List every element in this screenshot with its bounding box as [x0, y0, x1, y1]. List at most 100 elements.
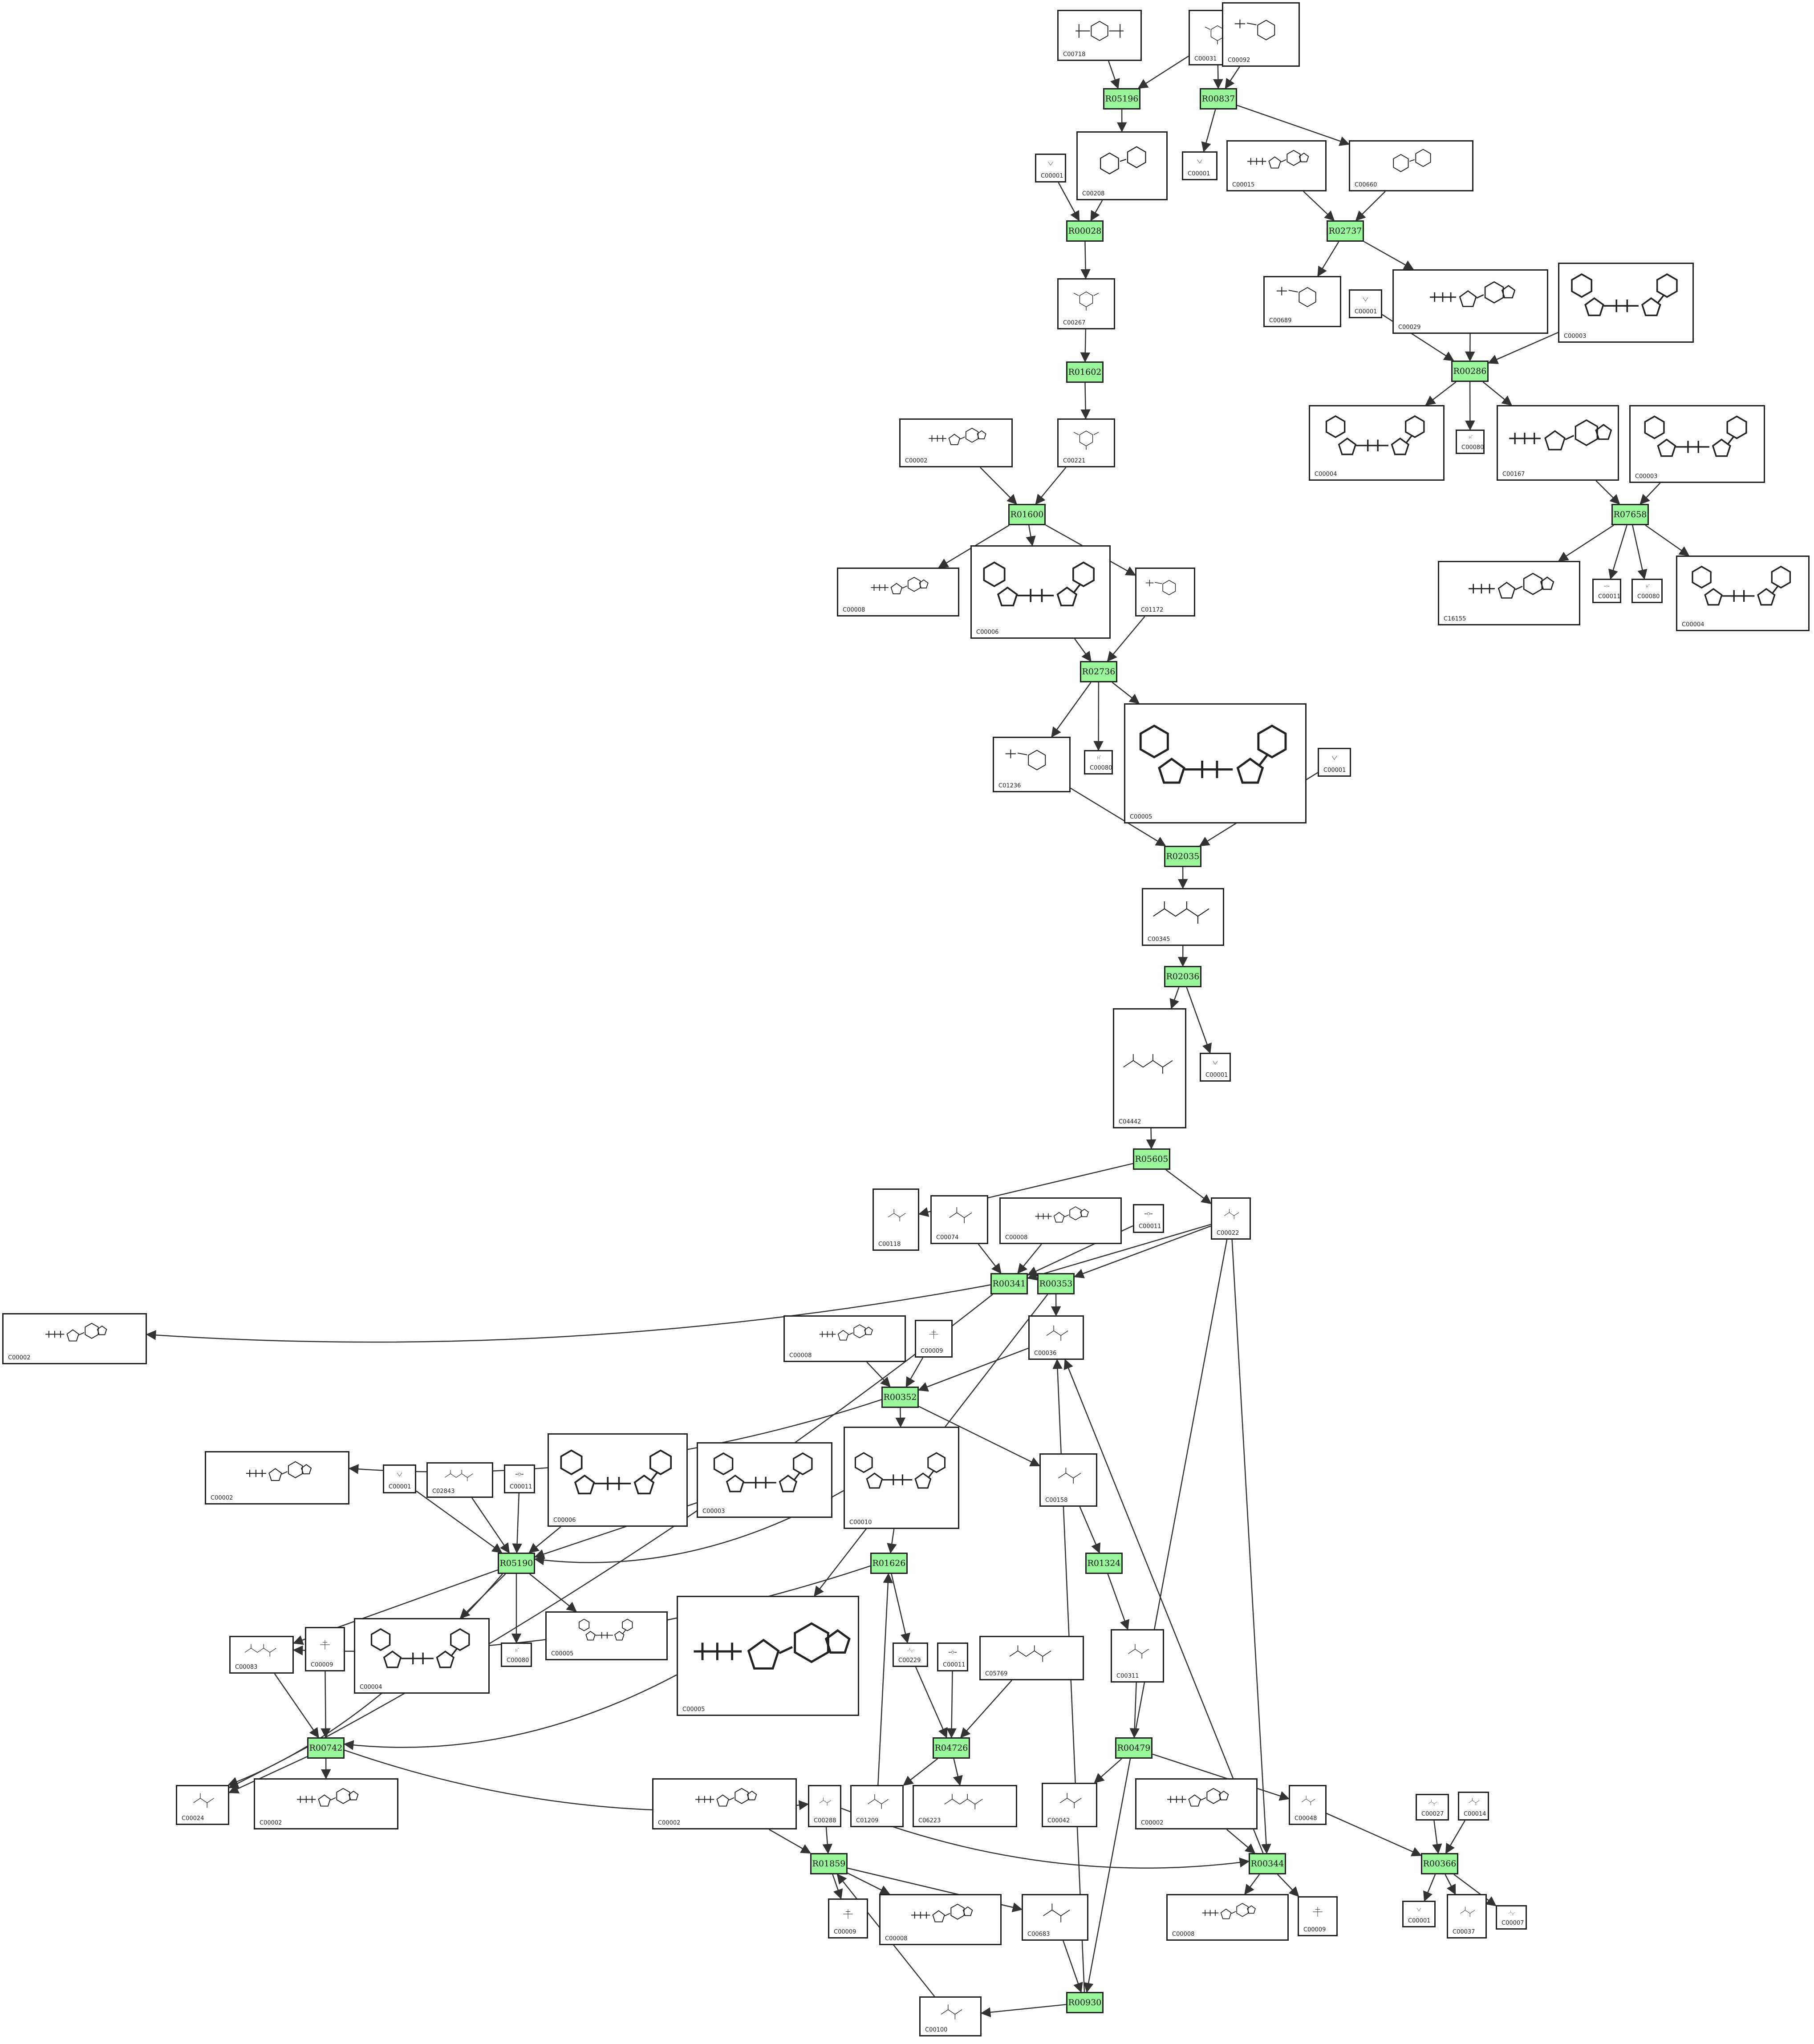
structure-icon [1680, 560, 1806, 618]
compound-id: C00002 [905, 458, 928, 464]
reaction-node[interactable]: R00479 [1115, 1737, 1153, 1759]
compound-node: C00008 [879, 1894, 1002, 1945]
structure-icon [681, 1600, 855, 1703]
compound-node: C00080 [501, 1642, 532, 1667]
structure-icon [1596, 583, 1617, 590]
pathway-arrow [1080, 382, 1091, 420]
reaction-node[interactable]: R05190 [498, 1553, 535, 1574]
compound-node: C00005 [545, 1611, 668, 1660]
pathway-arrow [1237, 105, 1350, 146]
structure-icon [974, 549, 1107, 626]
pathway-arrow [1445, 1874, 1456, 1895]
pathway-arrow [529, 1574, 577, 1612]
reaction-node[interactable]: R01602 [1066, 361, 1104, 383]
compound-id: C00080 [1090, 765, 1112, 771]
reaction-node[interactable]: R02736 [1080, 661, 1117, 682]
compound-id: C01236 [998, 783, 1021, 789]
compound-node: C00002 [254, 1778, 398, 1829]
pathway-arrow [841, 1808, 1250, 1869]
compound-node: C00001 [1402, 1901, 1436, 1927]
pathway-arrow [915, 1667, 948, 1739]
structure-icon [508, 1468, 531, 1480]
compound-node: C02843 [426, 1462, 493, 1498]
compound-node: C00029 [1392, 269, 1548, 334]
pathway-arrow [946, 1671, 957, 1739]
reaction-node[interactable]: R00352 [881, 1387, 919, 1408]
structure-icon [897, 1647, 924, 1654]
compound-id: C00311 [1116, 1673, 1139, 1679]
compound-node: C00048 [1289, 1785, 1327, 1825]
structure-icon [1137, 1208, 1160, 1220]
compound-id: C00008 [1005, 1234, 1028, 1241]
compound-id: C00080 [1461, 444, 1484, 451]
compound-node: C00001 [1200, 1053, 1231, 1082]
reaction-node[interactable]: R01626 [870, 1553, 908, 1574]
reaction-node[interactable]: R00930 [1066, 1992, 1104, 2013]
reaction-node[interactable]: R05196 [1103, 88, 1140, 110]
compound-node: C00010 [844, 1427, 959, 1529]
compound-id: C00288 [814, 1817, 836, 1824]
pathway-arrow [1355, 191, 1386, 221]
reaction-node[interactable]: R00341 [990, 1273, 1028, 1294]
compound-id: C00005 [682, 1706, 705, 1713]
pathway-arrow [1112, 682, 1140, 704]
structure-icon [1353, 144, 1469, 178]
reaction-node[interactable]: R02036 [1164, 966, 1201, 987]
structure-icon [1117, 1012, 1182, 1115]
reaction-node[interactable]: R00837 [1200, 88, 1237, 110]
compound-id: C00022 [1217, 1230, 1239, 1237]
reaction-node[interactable]: R00742 [307, 1737, 345, 1759]
compound-node: C00001 [383, 1464, 416, 1493]
compound-node: C00267 [1057, 278, 1115, 329]
reaction-node[interactable]: R00286 [1451, 361, 1489, 382]
reaction-node[interactable]: R02737 [1327, 220, 1364, 242]
structure-icon [1170, 1898, 1285, 1928]
pathway-arrow [416, 1490, 503, 1553]
compound-id: C00015 [1232, 182, 1255, 188]
reaction-node[interactable]: R00353 [1037, 1273, 1075, 1294]
compound-id: C00014 [1464, 1811, 1486, 1817]
compound-id: C00008 [843, 607, 865, 613]
pathway-arrow [274, 1673, 319, 1738]
reaction-node[interactable]: R00344 [1249, 1853, 1286, 1874]
compound-id: C00001 [1323, 767, 1346, 774]
compound-node: C01209 [850, 1785, 904, 1827]
reaction-node[interactable]: R01859 [810, 1853, 848, 1874]
reaction-node[interactable]: R00366 [1421, 1853, 1458, 1874]
compound-node: C00001 [1035, 154, 1066, 182]
structure-icon [1226, 6, 1296, 54]
pathway-arrow [895, 1407, 906, 1428]
compound-node: C00011 [504, 1464, 535, 1493]
compound-id: C04442 [1119, 1119, 1141, 1125]
structure-icon [1215, 1201, 1247, 1227]
structure-icon [1146, 892, 1220, 933]
compound-node: C00009 [915, 1320, 953, 1358]
structure-icon [505, 1647, 528, 1654]
reaction-node[interactable]: R05605 [1133, 1148, 1170, 1170]
reaction-node[interactable]: R01324 [1085, 1553, 1123, 1574]
reaction-node[interactable]: R00028 [1066, 220, 1104, 242]
reaction-node[interactable]: R02035 [1164, 846, 1201, 867]
reaction-node[interactable]: R07658 [1611, 504, 1649, 525]
structure-icon [1139, 572, 1191, 604]
compound-node: C00024 [176, 1785, 229, 1825]
compound-node: C00014 [1458, 1792, 1489, 1821]
pathway-arrow [1382, 314, 1454, 361]
compound-id: C00118 [878, 1241, 901, 1248]
compound-node: C00004 [1676, 556, 1810, 631]
pathway-arrow [1645, 524, 1690, 556]
structure-icon [1353, 293, 1378, 305]
structure-icon [1061, 422, 1111, 454]
pathway-arrow [847, 1872, 890, 1895]
pathway-arrow [1558, 524, 1614, 562]
structure-icon [919, 1324, 949, 1345]
compound-id: C00267 [1063, 320, 1086, 326]
compound-id: C00718 [1063, 51, 1086, 58]
structure-icon [1396, 273, 1544, 321]
compound-id: C00167 [1502, 471, 1525, 478]
reaction-node[interactable]: R01600 [1008, 504, 1046, 525]
compound-node: C16155 [1438, 561, 1580, 625]
reaction-node[interactable]: R04726 [933, 1737, 970, 1759]
structure-icon [923, 2000, 978, 2024]
compound-id: C00011 [1139, 1223, 1161, 1230]
